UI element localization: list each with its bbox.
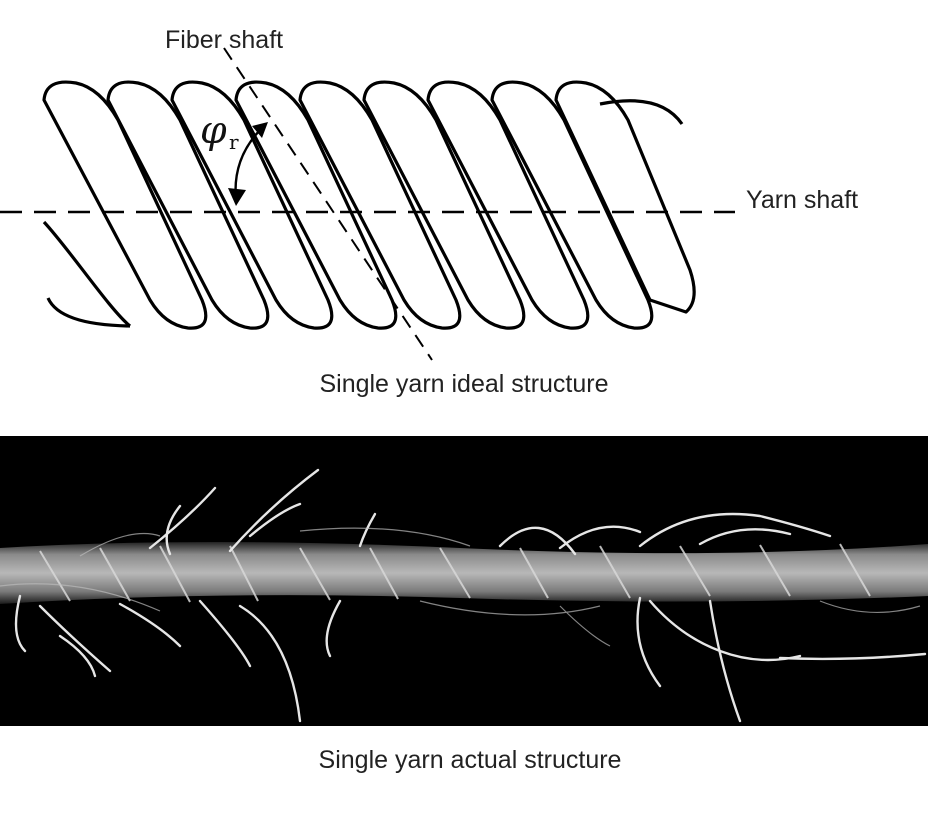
fiber-axis-line <box>223 47 433 361</box>
angle-arrowhead-top <box>252 122 268 138</box>
strand-3 <box>170 80 334 330</box>
strand-partial-bottom-left <box>46 297 131 328</box>
strand-2 <box>106 80 270 330</box>
strand-7 <box>426 80 590 330</box>
angle-arc <box>234 127 263 201</box>
fine-fibers <box>0 527 921 647</box>
angle-subscript: r <box>229 130 239 154</box>
strand-6 <box>362 80 526 330</box>
yarn-core <box>0 542 928 604</box>
angle-arrowhead-bottom <box>228 188 246 206</box>
fiber-strands <box>42 80 696 330</box>
yarn-twist-lines <box>39 543 871 603</box>
strand-partial-right <box>599 99 684 125</box>
strand-5 <box>298 80 462 330</box>
ideal-structure-caption: Single yarn ideal structure <box>319 370 609 398</box>
strand-partial-left <box>42 220 132 328</box>
angle-symbol: φ <box>200 108 227 152</box>
strand-1 <box>42 80 208 330</box>
actual-yarn-photo <box>0 436 928 726</box>
fiber-shaft-label: Fiber shaft <box>165 26 284 54</box>
strand-8 <box>490 80 654 330</box>
hairy-fibers <box>14 468 927 723</box>
strand-9 <box>554 80 696 314</box>
yarn-photo-image <box>0 436 928 726</box>
actual-structure-caption: Single yarn actual structure <box>318 746 622 774</box>
helix-drawing <box>0 47 735 361</box>
yarn-shaft-label: Yarn shaft <box>746 186 859 214</box>
ideal-structure-diagram: Fiber shaft Yarn shaft φ r Single yarn i… <box>0 26 859 398</box>
